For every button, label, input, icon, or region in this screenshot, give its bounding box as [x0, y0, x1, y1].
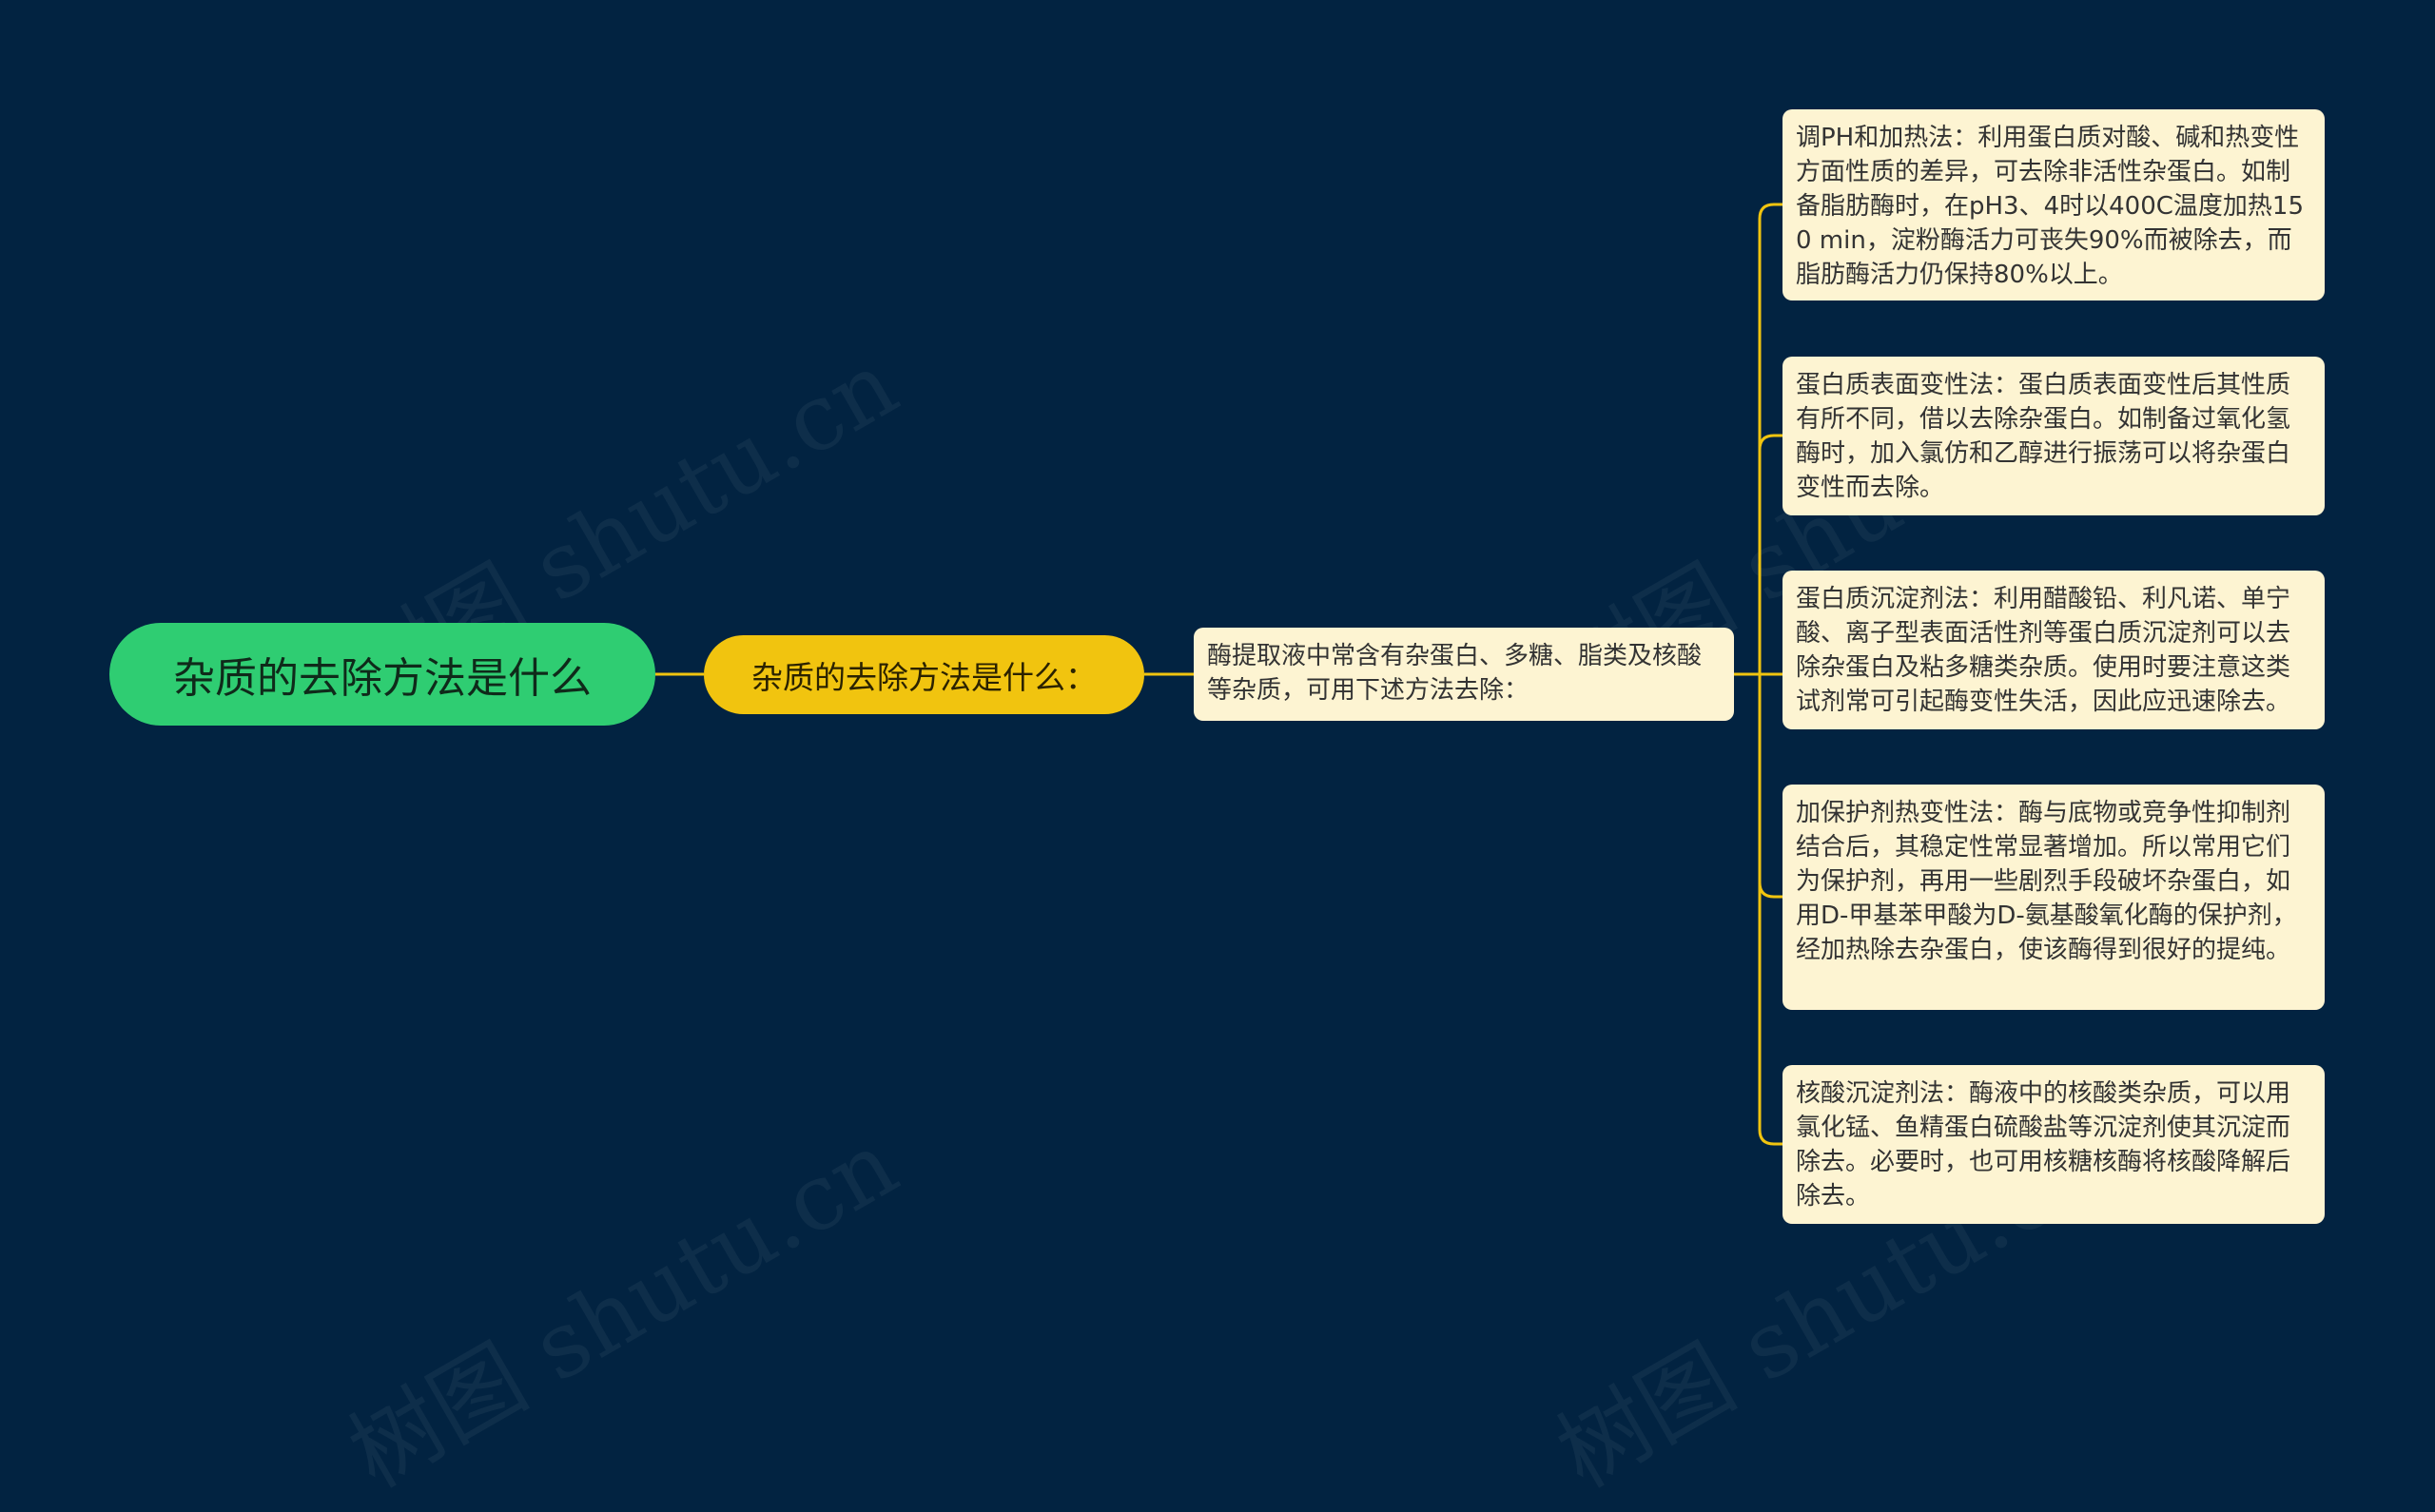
connector-branch-5: [1758, 674, 1782, 1146]
connector-branch-4: [1758, 674, 1782, 899]
branch-node-protectant-heat[interactable]: 加保护剂热变性法：酶与底物或竞争性抑制剂结合后，其稳定性常显著增加。所以常用它们…: [1782, 785, 2325, 1010]
subtopic-node[interactable]: 杂质的去除方法是什么：: [704, 635, 1144, 714]
connector-branch-1: [1758, 203, 1782, 674]
branch-text: 蛋白质表面变性法：蛋白质表面变性后其性质有所不同，借以去除杂蛋白。如制备过氧化氢…: [1796, 371, 2291, 502]
intro-text: 酶提取液中常含有杂蛋白、多糖、脂类及核酸等杂质，可用下述方法去除：: [1207, 642, 1703, 705]
intro-node[interactable]: 酶提取液中常含有杂蛋白、多糖、脂类及核酸等杂质，可用下述方法去除：: [1194, 628, 1734, 721]
root-topic-label: 杂质的去除方法是什么: [173, 654, 592, 703]
root-topic[interactable]: 杂质的去除方法是什么: [109, 623, 655, 726]
branch-text: 蛋白质沉淀剂法：利用醋酸铅、利凡诺、单宁酸、离子型表面活性剂等蛋白质沉淀剂可以去…: [1796, 585, 2291, 716]
mindmap-canvas: 树图 shutu.cn 树图 shutu.cn 树图 shutu.cn 树图 s…: [109, 109, 2325, 1508]
branch-text: 核酸沉淀剂法：酶液中的核酸类杂质，可以用氯化锰、鱼精蛋白硫酸盐等沉淀剂使其沉淀而…: [1796, 1079, 2291, 1211]
branch-node-nucleic-acid-precipitant[interactable]: 核酸沉淀剂法：酶液中的核酸类杂质，可以用氯化锰、鱼精蛋白硫酸盐等沉淀剂使其沉淀而…: [1782, 1065, 2325, 1224]
branch-node-protein-precipitant[interactable]: 蛋白质沉淀剂法：利用醋酸铅、利凡诺、单宁酸、离子型表面活性剂等蛋白质沉淀剂可以去…: [1782, 571, 2325, 729]
branch-node-surface-denaturation[interactable]: 蛋白质表面变性法：蛋白质表面变性后其性质有所不同，借以去除杂蛋白。如制备过氧化氢…: [1782, 357, 2325, 515]
branch-text: 调PH和加热法：利用蛋白质对酸、碱和热变性方面性质的差异，可去除非活性杂蛋白。如…: [1796, 124, 2305, 289]
connector-branch-2: [1758, 434, 1782, 674]
branch-text: 加保护剂热变性法：酶与底物或竞争性抑制剂结合后，其稳定性常显著增加。所以常用它们…: [1796, 799, 2297, 964]
connector-lines: [655, 203, 1782, 1146]
branch-node-ph-heating[interactable]: 调PH和加热法：利用蛋白质对酸、碱和热变性方面性质的差异，可去除非活性杂蛋白。如…: [1782, 109, 2325, 300]
subtopic-label: 杂质的去除方法是什么：: [751, 658, 1097, 696]
